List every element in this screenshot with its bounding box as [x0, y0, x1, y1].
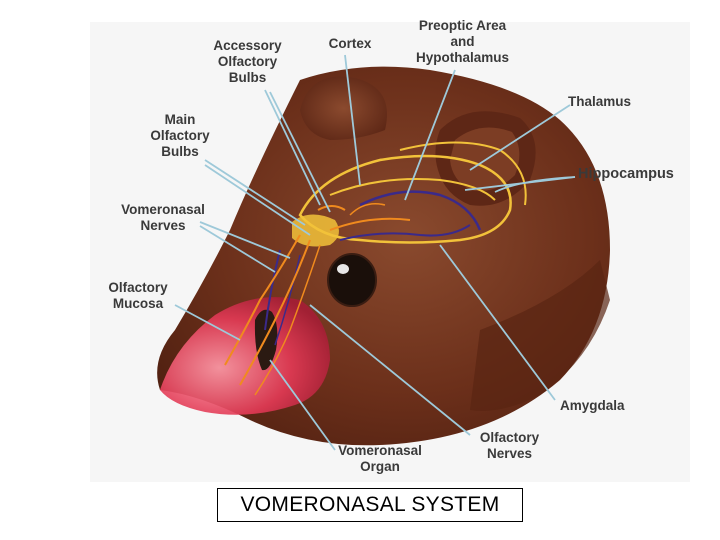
label-preoptic-area: Preoptic Area and Hypothalamus	[415, 18, 510, 65]
label-olfactory-nerves: Olfactory Nerves	[479, 430, 540, 461]
label-cortex: Cortex	[328, 36, 372, 51]
label-olfactory-mucosa: Olfactory Mucosa	[108, 280, 168, 311]
eye	[327, 253, 377, 307]
label-vomeronasal-organ: Vomeronasal Organ	[338, 443, 422, 474]
leader-lines	[174, 54, 576, 451]
purple-pathway	[359, 190, 482, 231]
neck-fur	[470, 260, 610, 411]
label-amygdala: Amygdala	[560, 398, 625, 413]
back-ear	[300, 76, 387, 140]
olfactory-bulb-shape	[292, 214, 339, 247]
label-vomeronasal-nerves: Vomeronasal Nerves	[121, 202, 205, 233]
caption-box: VOMERONASAL SYSTEM	[217, 488, 523, 522]
brain-outline	[298, 154, 512, 244]
label-thalamus: Thalamus	[568, 94, 632, 109]
caption: VOMERONASAL SYSTEM	[240, 493, 500, 516]
orange-pathway	[224, 234, 301, 366]
label-hippocampus: Hippocampus	[578, 166, 674, 182]
label-accessory-olfactory-bulbs: Accessory Olfactory Bulbs	[213, 38, 282, 85]
label-main-olfactory-bulbs: Main Olfactory Bulbs	[150, 112, 210, 159]
